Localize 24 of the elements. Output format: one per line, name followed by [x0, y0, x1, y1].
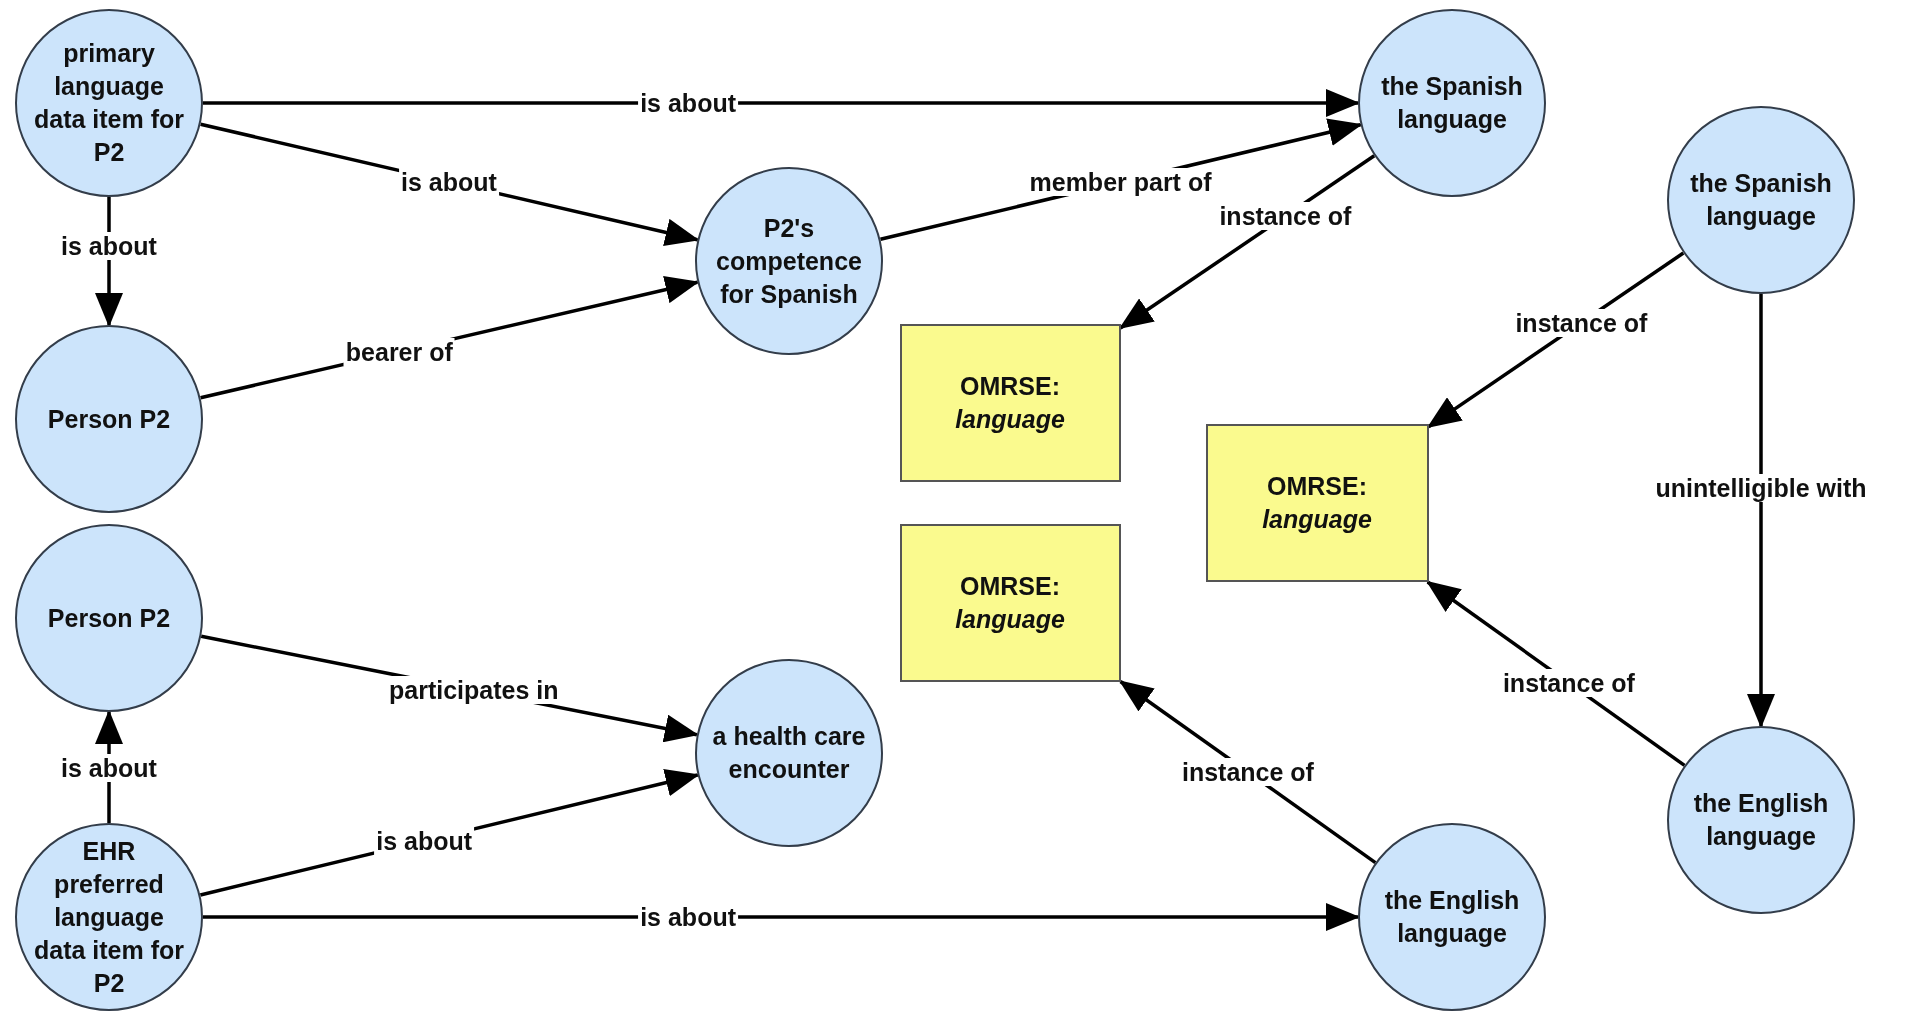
- edge-label: is about: [59, 753, 159, 782]
- node-label: OMRSE: language: [954, 371, 1066, 435]
- node-label: Person P2: [47, 403, 171, 435]
- class-box: [899, 524, 1121, 682]
- arrow: [203, 89, 1360, 117]
- edge-label: is about: [399, 168, 499, 196]
- node-label: OMRSE: language: [1261, 471, 1373, 535]
- arrow: [203, 903, 1360, 931]
- node-label: a health care encounter: [711, 721, 867, 785]
- node-label: OMRSE: language: [954, 571, 1066, 635]
- node-label: the English language: [1383, 885, 1521, 949]
- node-label: Person P2: [47, 602, 171, 634]
- class-box: [1205, 424, 1429, 582]
- node-label: P2's competence for Spanish: [715, 212, 863, 310]
- edge-label: is about: [374, 827, 475, 855]
- node-label: the Spanish language: [1380, 71, 1524, 135]
- node-label: the Spanish language: [1689, 168, 1833, 232]
- edge-label: bearer of: [343, 337, 455, 366]
- node-label: the English language: [1692, 788, 1830, 852]
- class-box: [899, 324, 1121, 482]
- arrow: [1747, 294, 1775, 728]
- node-label: primary language data item for P2: [33, 38, 185, 168]
- node-label: EHR preferred language data item for P2: [33, 835, 185, 999]
- edge-label: is about: [59, 231, 159, 260]
